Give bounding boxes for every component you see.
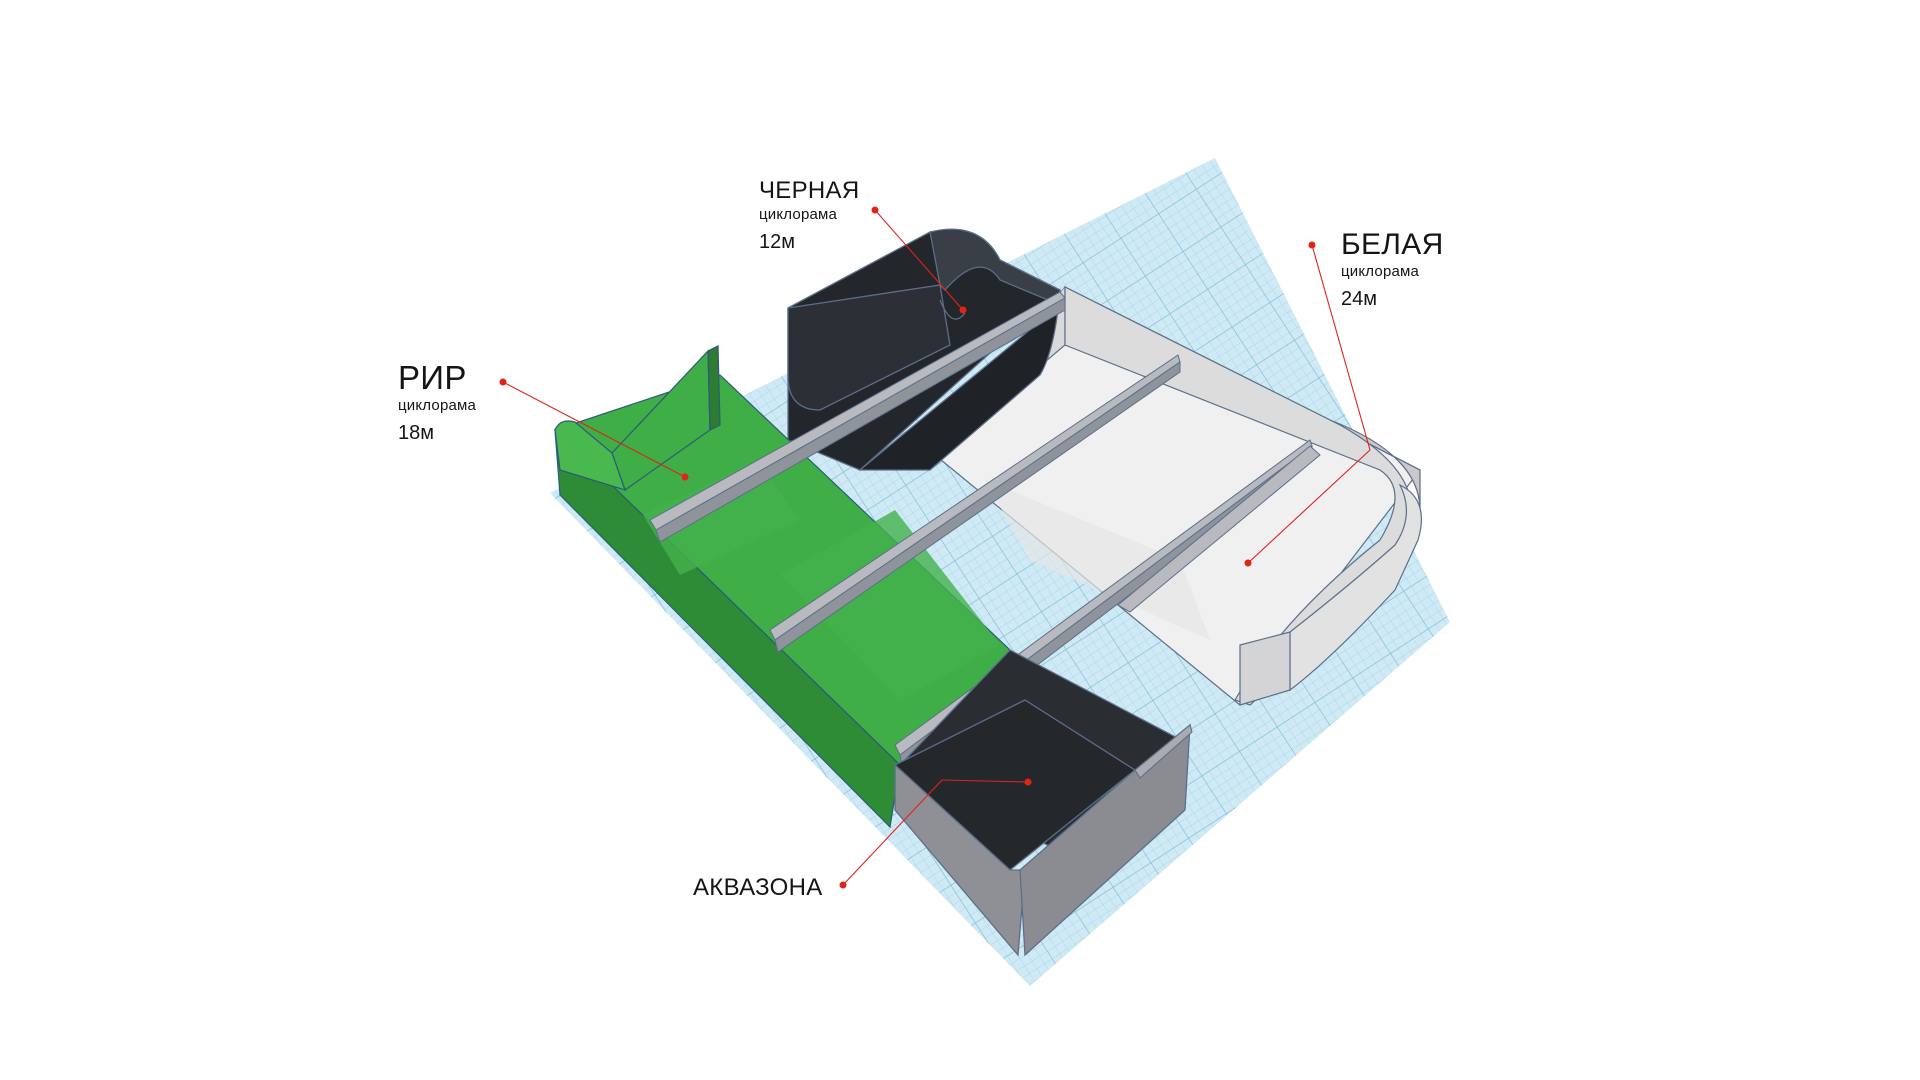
white-cyc-type: циклорама bbox=[1341, 263, 1420, 280]
black-cyc-target bbox=[959, 306, 967, 314]
aqua-zone-name: АКВАЗОНА bbox=[693, 874, 823, 901]
black-cyc-length: 12м bbox=[759, 231, 795, 253]
rir-cyc-target bbox=[681, 473, 689, 481]
rir-cyc-type: циклорама bbox=[398, 397, 477, 414]
white-cyc-length: 24м bbox=[1341, 288, 1377, 310]
rir-cyc-name: РИР bbox=[398, 359, 467, 396]
black-cyc-name: ЧЕРНАЯ bbox=[759, 177, 860, 204]
white-cyc-name: БЕЛАЯ bbox=[1341, 228, 1444, 261]
callout-markers bbox=[499, 206, 1316, 889]
callout-lines bbox=[502, 209, 1371, 886]
white-cyclorama-label: БЕЛАЯ циклорама 24м bbox=[1341, 228, 1444, 310]
aqua-zone-label: АКВАЗОНА bbox=[693, 876, 823, 900]
aqua-target bbox=[1024, 778, 1032, 786]
black-cyc-type: циклорама bbox=[759, 206, 838, 223]
white-cyc-target bbox=[1244, 559, 1252, 567]
rir-cyclorama-label: РИР циклорама 18м bbox=[398, 361, 476, 443]
rir-cyc-length: 18м bbox=[398, 422, 434, 444]
rir-cyc-marker bbox=[499, 378, 507, 386]
black-cyclorama-label: ЧЕРНАЯ циклорама 12м bbox=[759, 177, 860, 253]
green-cyclorama bbox=[553, 345, 1011, 829]
white-cyc-marker bbox=[1308, 241, 1316, 249]
black-cyc-marker bbox=[871, 206, 879, 214]
ground-grid bbox=[550, 158, 1450, 986]
aqua-zone bbox=[893, 649, 1193, 957]
aqua-marker bbox=[839, 881, 847, 889]
